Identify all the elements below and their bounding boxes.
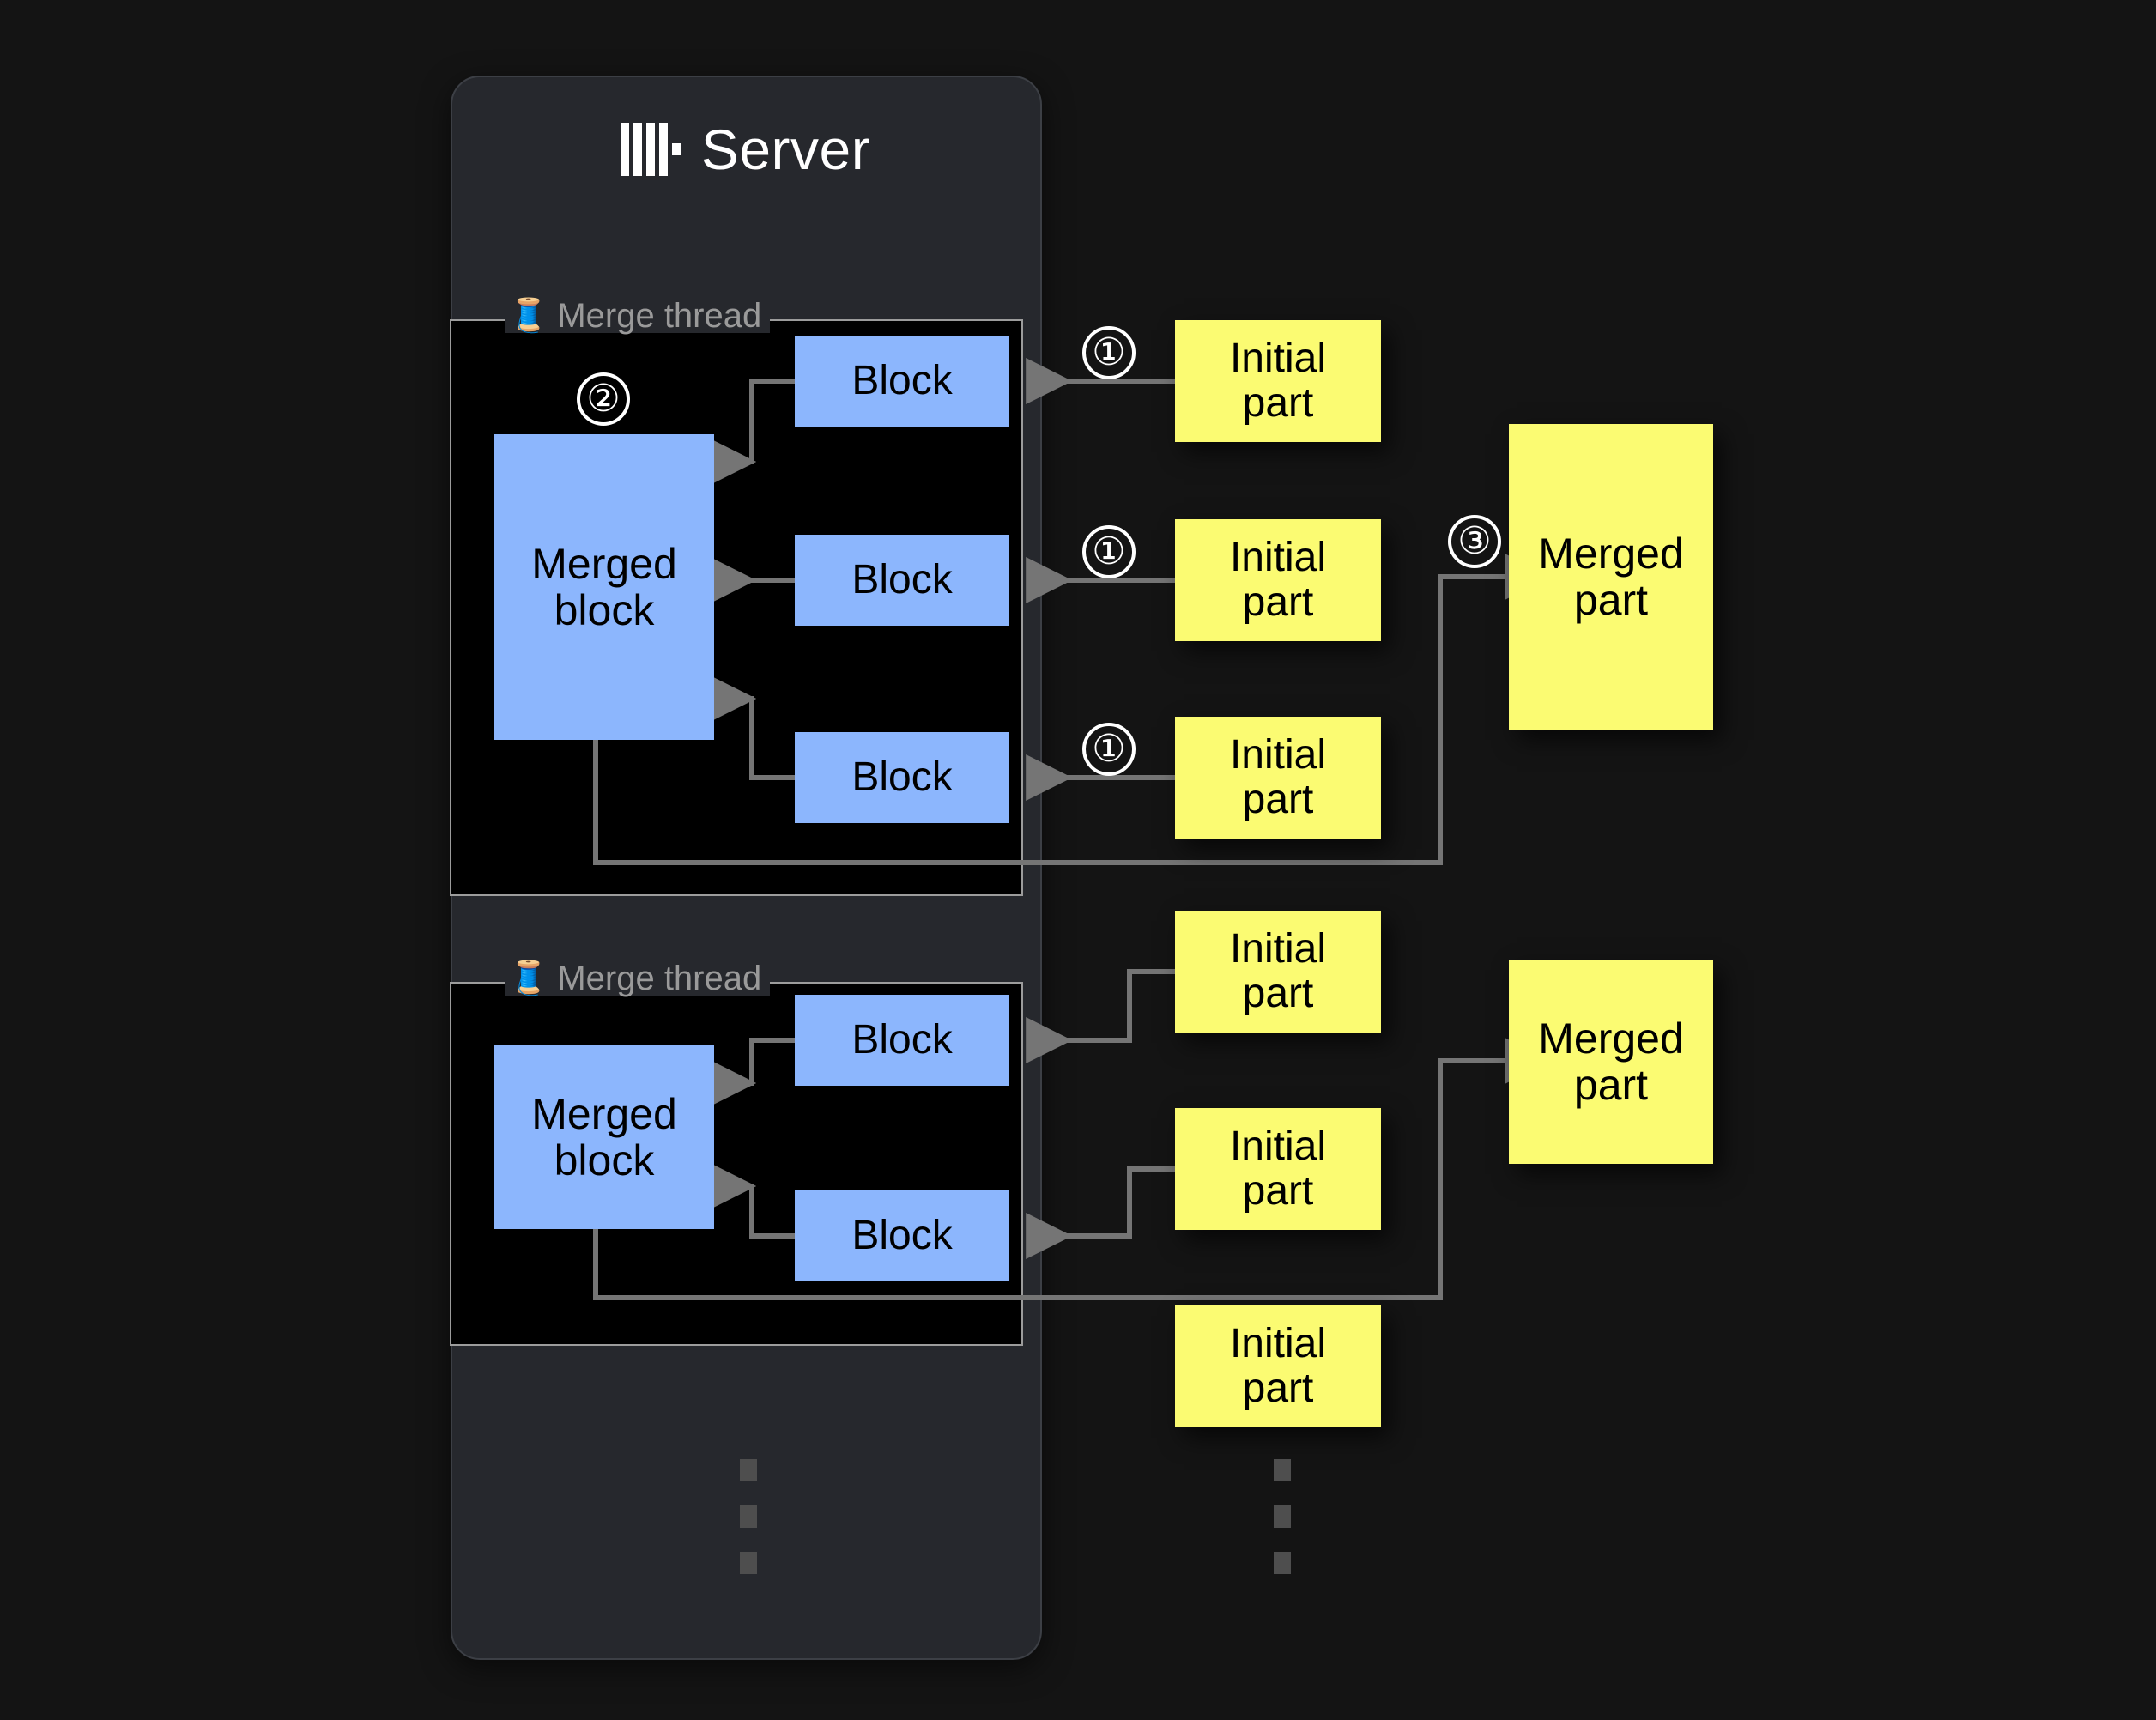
merged-part-1-line1: Merged xyxy=(1538,530,1684,578)
block-1-3-label: Block xyxy=(851,754,953,801)
ellipsis-dot xyxy=(740,1505,757,1528)
initial-part-1-line2: part xyxy=(1242,380,1314,426)
step-badge-1-bottom: ① xyxy=(1082,723,1136,776)
step-badge-1-middle-label: ① xyxy=(1092,530,1126,572)
server-title: Server xyxy=(451,110,1039,189)
initial-part-6-line1: Initial xyxy=(1229,1321,1327,1367)
merge-thread-label-text-2: Merge thread xyxy=(557,960,762,997)
merged-part-2-line1: Merged xyxy=(1538,1014,1684,1063)
thread-spool-icon: 🧵 xyxy=(508,298,549,334)
step-badge-1-bottom-label: ① xyxy=(1092,728,1126,770)
block-1-3: Block xyxy=(795,732,1009,823)
block-2-1: Block xyxy=(795,995,1009,1086)
thread-spool-icon: 🧵 xyxy=(508,960,549,996)
server-title-text: Server xyxy=(700,118,871,181)
clickhouse-logo-icon xyxy=(620,123,681,176)
merge-thread-label-1: 🧵 Merge thread xyxy=(505,297,771,335)
ellipsis-dot xyxy=(1274,1459,1291,1481)
ellipsis-dot xyxy=(1274,1552,1291,1574)
step-badge-3-label: ③ xyxy=(1457,520,1492,562)
merge-thread-label-2: 🧵 Merge thread xyxy=(505,960,771,997)
block-2-2: Block xyxy=(795,1190,1009,1281)
ellipsis-dot xyxy=(1274,1505,1291,1528)
initial-part-5-line1: Initial xyxy=(1229,1123,1327,1170)
merged-block-1-line1: Merged xyxy=(531,540,677,588)
initial-part-4-line1: Initial xyxy=(1229,926,1327,972)
merged-block-1-line2: block xyxy=(554,586,655,634)
initial-part-6-line2: part xyxy=(1242,1366,1314,1411)
step-badge-1-top-label: ① xyxy=(1092,331,1126,373)
initial-part-2-line2: part xyxy=(1242,579,1314,625)
initial-part-3-line2: part xyxy=(1242,777,1314,822)
parts-ellipsis xyxy=(1274,1459,1291,1574)
merge-thread-label-text-1: Merge thread xyxy=(557,297,762,335)
block-1-1: Block xyxy=(795,336,1009,427)
block-1-1-label: Block xyxy=(851,358,953,404)
merged-block-2-line1: Merged xyxy=(531,1090,677,1138)
merged-part-2-line2: part xyxy=(1573,1061,1649,1109)
step-badge-2: ② xyxy=(577,372,630,426)
step-badge-1-top: ① xyxy=(1082,326,1136,379)
step-badge-3: ③ xyxy=(1448,515,1501,568)
merged-block-2-line2: block xyxy=(554,1136,655,1184)
block-1-2: Block xyxy=(795,535,1009,626)
merged-part-1-line2: part xyxy=(1573,576,1649,624)
server-ellipsis xyxy=(740,1459,757,1574)
step-badge-1-middle: ① xyxy=(1082,525,1136,578)
block-2-2-label: Block xyxy=(851,1213,953,1259)
step-badge-2-label: ② xyxy=(586,378,621,420)
block-1-2-label: Block xyxy=(851,557,953,603)
ellipsis-dot xyxy=(740,1459,757,1481)
ellipsis-dot xyxy=(740,1552,757,1574)
initial-part-2-line1: Initial xyxy=(1229,535,1327,581)
initial-part-3-line1: Initial xyxy=(1229,732,1327,778)
initial-part-1-line1: Initial xyxy=(1229,336,1327,382)
block-2-1-label: Block xyxy=(851,1017,953,1063)
initial-part-5-line2: part xyxy=(1242,1168,1314,1214)
initial-part-4-line2: part xyxy=(1242,971,1314,1016)
